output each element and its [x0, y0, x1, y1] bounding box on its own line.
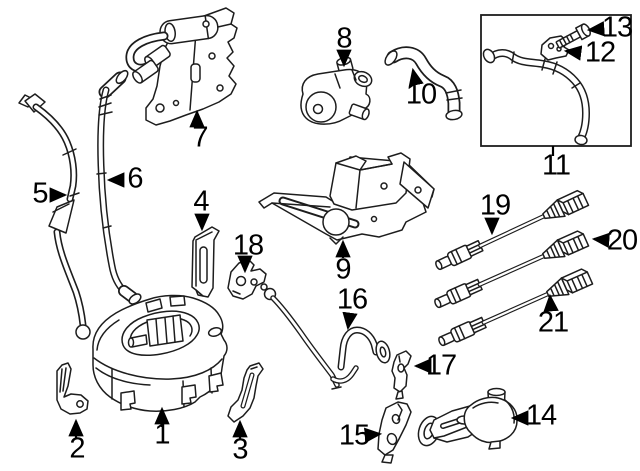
part-10-hose-drawing	[384, 46, 463, 121]
part-11-box	[480, 14, 632, 147]
part-11-hose-kit-drawing	[480, 14, 632, 147]
callout-label-18[interactable]: 18	[232, 229, 264, 262]
callout-label-16[interactable]: 16	[336, 283, 368, 316]
part-5-hose-drawing	[18, 93, 91, 340]
callout-arrow-20	[591, 232, 610, 248]
part-17-bracket-drawing	[391, 350, 412, 400]
callout-arrow-10	[408, 67, 424, 87]
part-3-bracket-drawing	[227, 362, 264, 423]
callout-arrows	[49, 21, 610, 443]
callout-label-17[interactable]: 17	[425, 349, 457, 382]
callout-arrow-13	[586, 21, 605, 37]
callout-label-19[interactable]: 19	[479, 189, 511, 222]
callout-label-21[interactable]: 21	[537, 306, 569, 339]
callout-label-3[interactable]: 3	[232, 433, 248, 466]
callout-label-7[interactable]: 7	[192, 121, 208, 154]
part-16-tube-drawing	[260, 283, 391, 390]
callout-label-2[interactable]: 2	[69, 432, 85, 465]
part-4-bracket-drawing	[191, 226, 220, 298]
callout-arrow-16	[342, 311, 358, 331]
callout-label-5[interactable]: 5	[32, 177, 48, 210]
callout-label-10[interactable]: 10	[405, 78, 437, 111]
part-6-hose-drawing	[96, 69, 142, 305]
part-20-oxygen-sensor-drawing	[432, 229, 589, 312]
part-14-pump-drawing	[417, 387, 518, 450]
callout-label-11[interactable]: 11	[541, 149, 571, 182]
part-21-oxygen-sensor-drawing	[436, 267, 593, 350]
callout-arrow-15	[364, 427, 383, 443]
callout-label-14[interactable]: 14	[525, 399, 557, 432]
callout-arrow-12	[563, 45, 583, 61]
callout-arrow-21	[543, 293, 559, 312]
callout-label-13[interactable]: 13	[601, 11, 633, 44]
callout-label-1[interactable]: 1	[154, 418, 170, 451]
callout-label-8[interactable]: 8	[336, 22, 352, 55]
part-7-valve-bracket-drawing	[125, 7, 238, 126]
callout-label-12[interactable]: 12	[584, 36, 616, 69]
part-8-pump-drawing	[300, 56, 373, 125]
part-9-bracket-drawing	[258, 152, 435, 245]
callout-label-20[interactable]: 20	[606, 224, 638, 257]
callout-label-6[interactable]: 6	[127, 162, 143, 195]
part-2-bracket-drawing	[56, 362, 89, 415]
part-18-bracket-drawing	[227, 259, 267, 300]
callout-label-9[interactable]: 9	[335, 253, 351, 286]
part-19-oxygen-sensor-drawing	[433, 189, 589, 274]
callout-label-15[interactable]: 15	[338, 419, 370, 452]
part-1-canister-drawing	[92, 294, 228, 412]
part-15-bracket-drawing	[377, 401, 412, 464]
callout-label-4[interactable]: 4	[193, 185, 209, 218]
